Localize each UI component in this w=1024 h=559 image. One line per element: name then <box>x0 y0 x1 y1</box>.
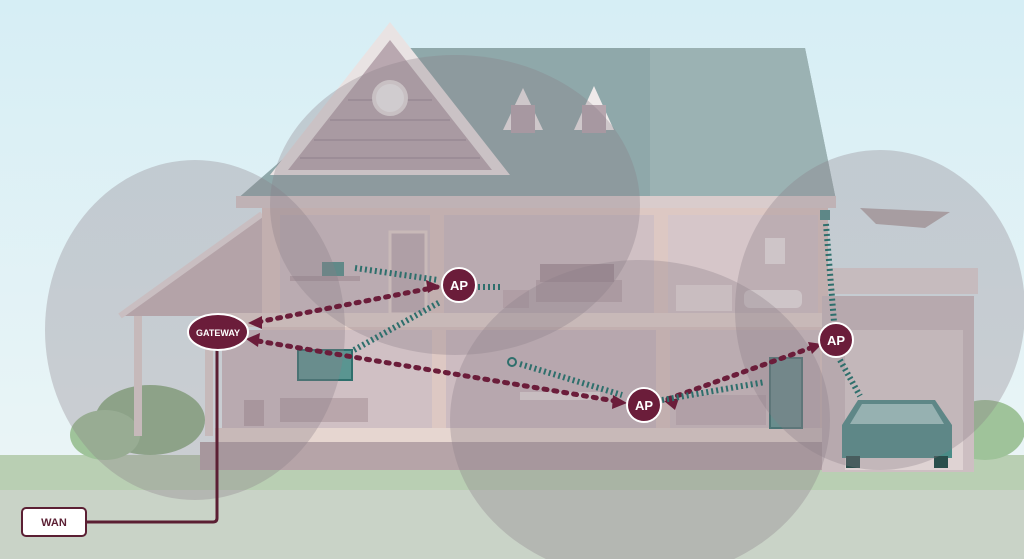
house <box>118 22 978 472</box>
smart-speaker <box>820 210 830 220</box>
dresser <box>676 285 732 311</box>
bathtub <box>744 290 802 308</box>
ap-downstairs-node[interactable]: AP <box>626 387 662 423</box>
wireless-client-links <box>352 223 863 403</box>
bed <box>536 280 622 302</box>
ap-downstairs-label: AP <box>635 398 653 413</box>
link-car <box>837 358 863 398</box>
wan-cable <box>86 350 219 524</box>
street <box>0 490 1024 559</box>
link-gateway-ap-upstairs <box>255 284 440 325</box>
link-laptop <box>354 265 439 283</box>
sofa <box>280 398 368 422</box>
laptop <box>322 262 344 276</box>
backhaul-links <box>255 284 819 405</box>
smart-fridge <box>769 357 803 429</box>
dining-table <box>520 392 600 400</box>
link-gateway-ap-downstairs <box>255 338 624 405</box>
link-tv <box>352 299 442 353</box>
ap-garage-node[interactable]: AP <box>818 322 854 358</box>
ap-upstairs-label: AP <box>450 278 468 293</box>
gateway-node[interactable]: GATEWAY <box>187 313 249 351</box>
deck-railing <box>828 268 978 294</box>
television <box>297 349 353 381</box>
wan-node[interactable]: WAN <box>21 507 87 537</box>
ap-garage-label: AP <box>827 333 845 348</box>
wan-label: WAN <box>41 517 67 529</box>
coverage-ap-garage <box>735 150 1024 470</box>
electric-car <box>842 400 952 468</box>
thermostat-icon <box>507 357 517 367</box>
ap-upstairs-node[interactable]: AP <box>441 267 477 303</box>
link-speaker <box>823 223 837 323</box>
coverage-ap-upstairs <box>270 55 640 355</box>
gateway-label: GATEWAY <box>196 328 240 338</box>
round-attic-window <box>372 80 408 116</box>
link-ap-downstairs-ap-garage <box>665 343 819 402</box>
kitchen-counter <box>676 395 766 425</box>
